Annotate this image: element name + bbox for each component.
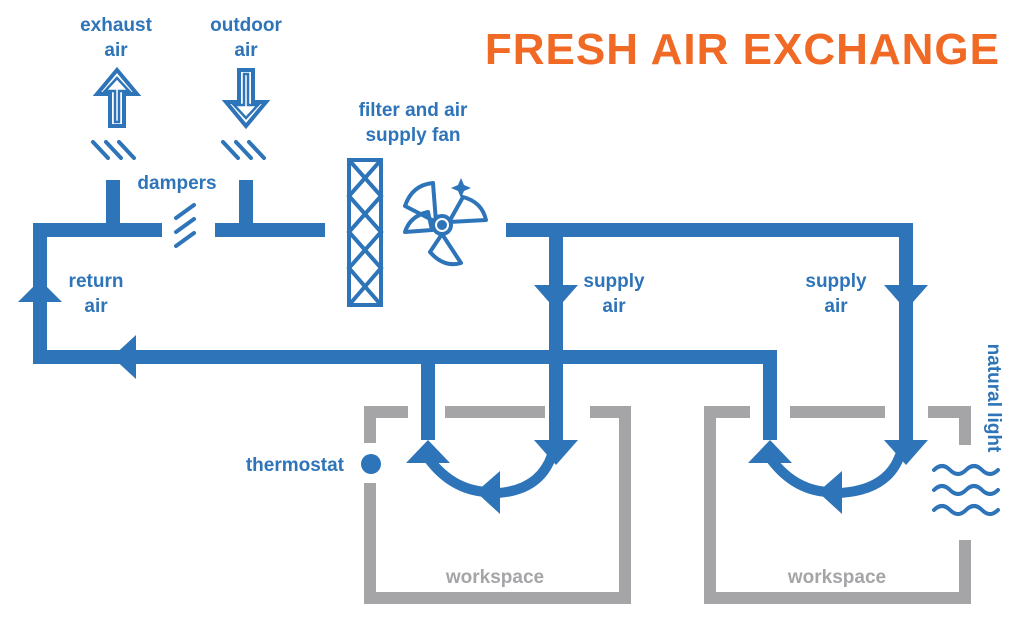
- room2-flow-arrow: [818, 471, 842, 514]
- return-air-label-line1: return: [69, 271, 124, 292]
- supply-air-1-label-line2: air: [602, 296, 626, 317]
- supply-air-2-label-line1: supply: [805, 271, 867, 292]
- return-air-label-line2: air: [84, 296, 108, 317]
- supply-air-arrow-1: [534, 285, 578, 310]
- room2-supply-arrow: [884, 440, 928, 465]
- outdoor-air-label-line2: air: [234, 40, 258, 61]
- duct-network: [33, 180, 913, 440]
- natural-light-label: natural light: [983, 344, 1004, 453]
- supply-air-1-label-line1: supply: [583, 271, 645, 292]
- exhaust-arrow-icon: [92, 66, 142, 128]
- room1-return-arrow: [406, 440, 450, 463]
- exhaust-air-label-line1: exhaust: [80, 15, 152, 36]
- thermostat-label: thermostat: [246, 455, 345, 476]
- outdoor-air-label-line1: outdoor: [210, 15, 282, 36]
- return-air-arrow: [18, 280, 62, 302]
- outdoor-arrow-icon: [221, 68, 271, 130]
- diagram-title: FRESH AIR EXCHANGE: [485, 25, 1000, 74]
- workspace-2-label: workspace: [787, 567, 886, 588]
- room1-flow-arrow: [476, 471, 500, 514]
- fan-icon: [403, 181, 488, 267]
- return-duct-arrow: [112, 335, 136, 379]
- dampers-label: dampers: [137, 173, 216, 194]
- thermostat-icon: [361, 454, 381, 474]
- damper-return-icon: [174, 203, 196, 248]
- filter-fan-label-line2: supply fan: [365, 125, 460, 146]
- damper-outdoor-icon: [221, 140, 266, 160]
- supply-air-2-label-line2: air: [824, 296, 848, 317]
- room1-supply-arrow: [534, 440, 578, 465]
- airflow-arrows: [18, 280, 928, 514]
- workspace-1-label: workspace: [445, 567, 544, 588]
- filter-fan-label-line1: filter and air: [359, 100, 468, 121]
- natural-light-waves-icon: [932, 464, 1000, 516]
- damper-exhaust-icon: [91, 140, 136, 160]
- room2-return-arrow: [748, 440, 792, 463]
- filter-icon: [346, 158, 384, 307]
- exhaust-air-label-line2: air: [104, 40, 128, 61]
- workspace-walls-right: [704, 406, 971, 604]
- sparkle-icon: [451, 178, 471, 198]
- workspace-walls-left: [364, 406, 631, 604]
- supply-air-arrow-2: [884, 285, 928, 310]
